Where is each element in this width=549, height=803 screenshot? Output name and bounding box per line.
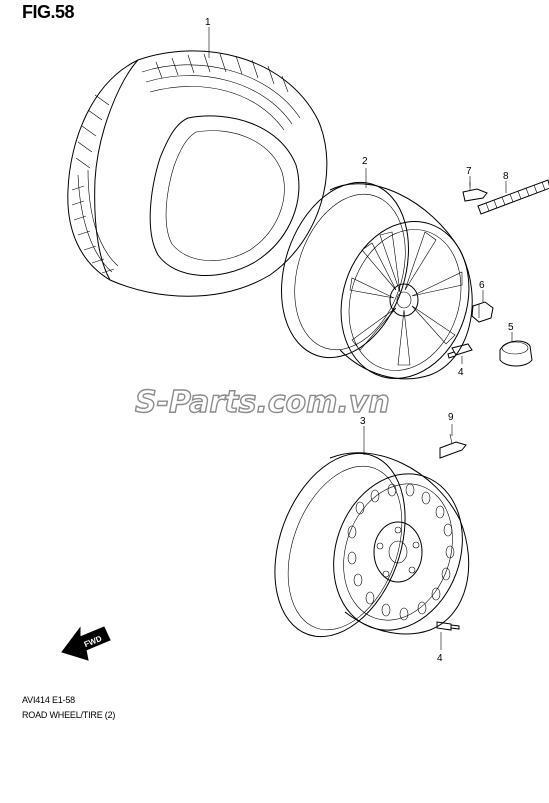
- wheel-nut-6: [471, 301, 494, 323]
- steel-wheel: [274, 452, 470, 638]
- balance-clip-7: [462, 182, 488, 202]
- balance-weight-strip-8: [477, 179, 549, 215]
- callout-3: 3: [360, 416, 366, 427]
- valve-stem-4-upper: [447, 343, 473, 359]
- callout-7: 7: [466, 166, 472, 177]
- figure-title: FIG.58: [22, 2, 75, 22]
- balance-clip-9: [439, 433, 467, 459]
- alloy-wheel: [281, 181, 473, 380]
- diagram-name: ROAD WHEEL/TIRE (2): [22, 710, 116, 720]
- diagram-code: AVI414 E1-58: [22, 695, 75, 705]
- fwd-arrow-icon: FWD: [61, 626, 111, 661]
- tire: [67, 50, 328, 297]
- callout-8: 8: [503, 171, 509, 182]
- callout-6: 6: [479, 280, 485, 291]
- callout-9: 9: [448, 412, 454, 423]
- callout-1: 1: [205, 17, 211, 28]
- callout-5: 5: [508, 322, 514, 333]
- callout-4a: 4: [458, 367, 464, 378]
- watermark: S-Parts.com.vn: [135, 385, 390, 420]
- callout-4b: 4: [437, 653, 443, 664]
- callout-2: 2: [362, 156, 368, 167]
- valve-stem-4-lower: [436, 621, 460, 631]
- center-cap-5: [499, 340, 533, 367]
